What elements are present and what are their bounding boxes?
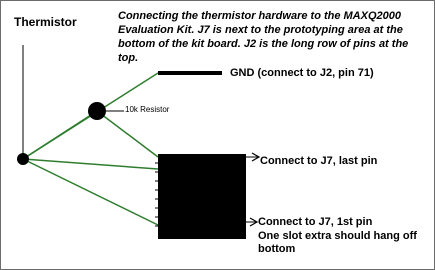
wire-to-j7-a bbox=[22, 158, 159, 170]
j7-header-block bbox=[158, 154, 246, 239]
resistor-label: 10k Resistor bbox=[125, 105, 170, 114]
diagram-description: Connecting the thermistor hardware to th… bbox=[118, 10, 409, 64]
thermistor-node bbox=[17, 153, 29, 165]
diagram-title: Thermistor bbox=[14, 15, 77, 29]
j7-first-pin-label: Connect to J7, 1st pin bbox=[258, 216, 373, 228]
resistor-symbol bbox=[88, 102, 106, 120]
header-pin-ticks bbox=[155, 162, 161, 227]
gnd-label: GND (connect to J2, pin 71) bbox=[230, 67, 374, 79]
wire-to-resistor bbox=[22, 110, 98, 160]
j7-last-pin-label: Connect to J7, last pin bbox=[260, 155, 378, 167]
j7-last-pin-arrow bbox=[246, 152, 261, 162]
gnd-bar bbox=[158, 71, 222, 75]
wire-to-j7-upper bbox=[96, 110, 159, 158]
overhang-note: One slot extra should hang off bottom bbox=[258, 230, 417, 255]
wires bbox=[22, 72, 159, 226]
j7-first-pin-arrow bbox=[246, 217, 259, 227]
wire-to-j7-b bbox=[22, 158, 159, 226]
